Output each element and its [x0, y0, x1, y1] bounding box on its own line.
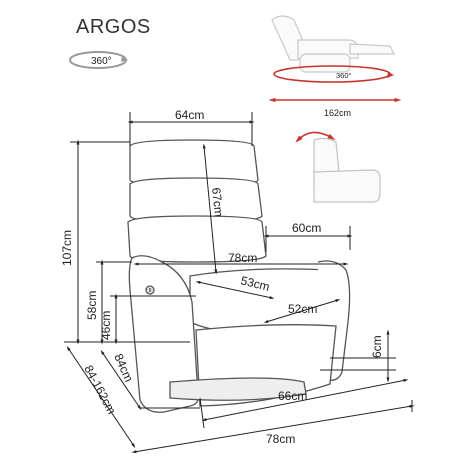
arm-height-label: 58cm [85, 291, 99, 320]
product-title: ARGOS [76, 16, 151, 38]
seat-inner-label: 52cm [288, 302, 317, 316]
dimension-lines [64, 112, 415, 454]
thumbnail-reclined-chair [271, 15, 395, 73]
back-height-label: 67cm [209, 187, 226, 218]
rotation-arc-icon [295, 131, 336, 143]
seat-height-label: 46cm [99, 311, 113, 340]
rotation-360-icon: 360° [69, 51, 128, 69]
total-height-label: 107cm [60, 230, 74, 266]
depth-range-label: 84-162cm [81, 363, 118, 417]
seat-width-label: 78cm [228, 251, 257, 265]
base-width-label: 66cm [278, 389, 307, 403]
seat-inner-line [263, 299, 341, 323]
seat-depth-label: 53cm [239, 273, 271, 294]
swivel-width-label: 162cm [324, 108, 351, 118]
depth-range-line [66, 345, 136, 449]
total-width-label: 78cm [266, 432, 295, 446]
back-width-label: 64cm [175, 108, 204, 122]
leg-height-label: 6cm [370, 335, 384, 358]
footrest-depth-label: 60cm [292, 221, 321, 235]
thumbnail-swivel-width: 162cm [268, 97, 402, 118]
seat-depth-line [195, 281, 275, 299]
rotation-label: 360° [91, 56, 112, 67]
front-depth-label: 84cm [111, 352, 136, 385]
total-width-line [131, 404, 415, 454]
thumbnail-rotation-ellipse: 360° [273, 65, 394, 83]
side-view-chair [313, 137, 381, 203]
back-height-line [202, 143, 218, 275]
thumbnail-360-label: 360° [336, 71, 352, 80]
